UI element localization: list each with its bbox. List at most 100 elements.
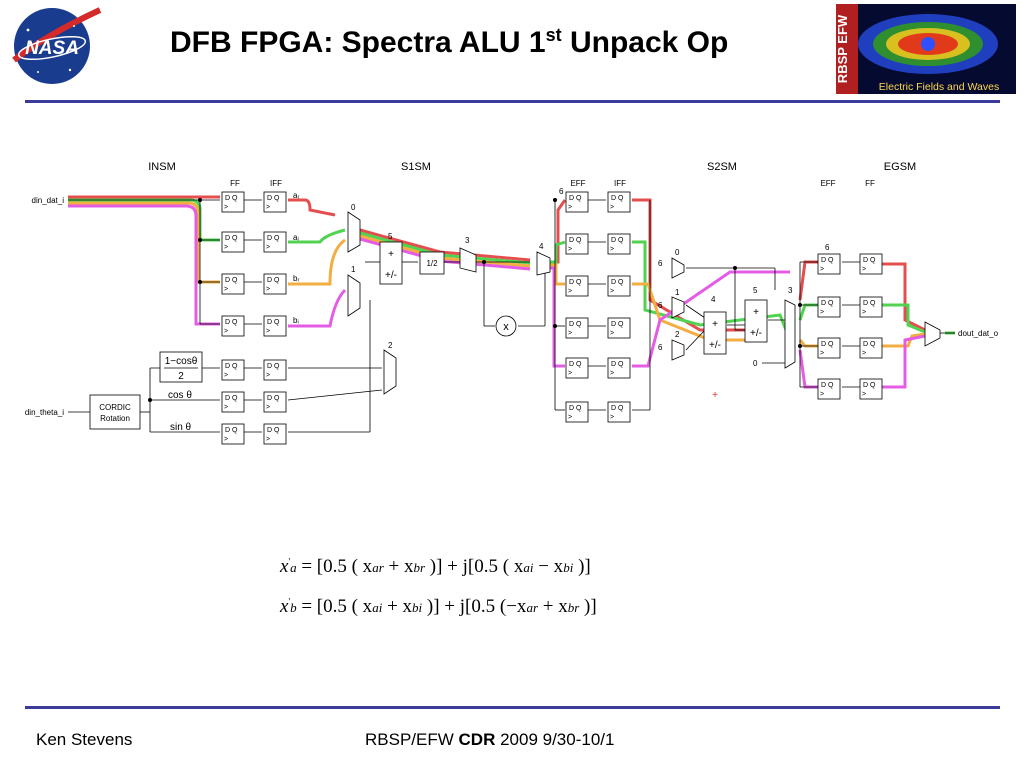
flip-flop — [817, 253, 841, 275]
stage-5b: 5 — [753, 286, 758, 295]
adder2-plus: + — [712, 319, 718, 330]
slide-title: DFB FPGA: Spectra ALU 1st Unpack Op — [170, 26, 728, 60]
section-s2sm: S2SM — [707, 161, 737, 173]
input-din-theta: din_theta_i — [25, 408, 64, 417]
cordic-line2: Rotation — [100, 414, 130, 423]
flip-flop — [607, 275, 631, 297]
nasa-text: NASA — [25, 38, 79, 59]
footer-bold: CDR — [458, 730, 496, 749]
flip-flop-clk: > — [224, 204, 228, 211]
flip-flop — [565, 401, 589, 423]
flip-flop-dq: D Q — [225, 235, 238, 242]
stage-3a: 3 — [465, 236, 470, 245]
adder1-pm: +/- — [385, 270, 397, 281]
flip-flop-dq: D Q — [863, 257, 876, 264]
flip-flop — [607, 233, 631, 255]
flip-flop-clk: > — [224, 436, 228, 443]
flip-flop-clk: > — [568, 246, 572, 253]
col-iff-2: IFF — [614, 179, 626, 188]
flip-flops: D Q > D Q > D Q > D Q > D Q > D Q > D Q > D Q > D Q > D Q >… — [221, 191, 883, 445]
stage-6c: 6 — [658, 259, 663, 268]
flip-flop-dq: D Q — [267, 319, 280, 326]
flip-flop — [221, 359, 245, 381]
eq2-s4: br — [567, 600, 580, 615]
multiplier: x — [503, 321, 509, 333]
flip-flop-clk: > — [862, 309, 866, 316]
flip-flop — [565, 233, 589, 255]
flip-flop-dq: D Q — [267, 395, 280, 402]
stray-plus: + — [712, 390, 718, 401]
eq1-lhs: x — [280, 556, 289, 577]
flip-flop — [565, 275, 589, 297]
eq2-s2: bi — [412, 600, 423, 615]
flip-flop — [607, 401, 631, 423]
footer-author: Ken Stevens — [36, 730, 133, 749]
flip-flop-clk: > — [266, 328, 270, 335]
stage-4b: 4 — [711, 295, 716, 304]
col-ff-2: FF — [865, 179, 875, 188]
flip-flop-dq: D Q — [611, 279, 624, 286]
flip-flop-clk: > — [266, 372, 270, 379]
stage-2a: 2 — [388, 341, 393, 350]
flip-flop-dq: D Q — [267, 427, 280, 434]
reg-ar: aᵣ — [293, 191, 299, 200]
eq2-mid2: )] + j[0.5 (−x — [422, 596, 527, 617]
flip-flop-dq: D Q — [821, 257, 834, 264]
flip-flop — [817, 337, 841, 359]
reg-bi: bᵢ — [293, 316, 299, 325]
stage-0a: 0 — [351, 203, 356, 212]
flip-flop-clk: > — [568, 370, 572, 377]
flip-flop — [221, 423, 245, 445]
flip-flop-dq: D Q — [611, 195, 624, 202]
flip-flop — [859, 378, 883, 400]
frac-den: 2 — [178, 371, 184, 382]
reg-br: bᵣ — [293, 274, 299, 283]
stage-5a: 5 — [388, 232, 393, 241]
col-ff-1: FF — [230, 179, 240, 188]
flip-flop-clk: > — [266, 244, 270, 251]
flip-flop — [565, 357, 589, 379]
footer-rule — [25, 706, 1000, 709]
input-din-dat: din_dat_i — [32, 196, 65, 205]
flip-flop-clk: > — [862, 350, 866, 357]
col-eff-1: EFF — [570, 179, 585, 188]
eq2-mid: + x — [382, 596, 413, 617]
eq2-lhs-sub: b — [290, 600, 297, 615]
nasa-logo: NASA — [8, 4, 104, 88]
stage-1b: 1 — [675, 288, 680, 297]
flip-flop-clk: > — [820, 266, 824, 273]
stage-3b: 3 — [788, 286, 793, 295]
flip-flop-dq: D Q — [611, 321, 624, 328]
flip-flop — [859, 296, 883, 318]
title-end: Unpack Op — [561, 26, 729, 59]
flip-flop — [263, 273, 287, 295]
flip-flop-clk: > — [568, 330, 572, 337]
flip-flop-clk: > — [224, 244, 228, 251]
eq1-lhs-sub: a — [290, 560, 297, 575]
eq2-prime: ' — [288, 596, 291, 607]
col-eff-2: EFF — [820, 179, 835, 188]
adder3-plus: + — [753, 307, 759, 318]
flip-flop — [221, 273, 245, 295]
flip-flop-clk: > — [820, 350, 824, 357]
flip-flop-clk: > — [266, 204, 270, 211]
flip-flop-clk: > — [568, 288, 572, 295]
eq1-prime: ' — [288, 556, 291, 567]
flip-flop — [263, 423, 287, 445]
section-s1sm: S1SM — [401, 161, 431, 173]
eq1-s1: ar — [372, 560, 384, 575]
flip-flop-clk: > — [224, 328, 228, 335]
flip-flop-dq: D Q — [863, 382, 876, 389]
flip-flop — [221, 191, 245, 213]
section-egsm: EGSM — [884, 161, 916, 173]
flip-flop-dq: D Q — [611, 361, 624, 368]
flip-flop-dq: D Q — [611, 237, 624, 244]
eq1-s3: ai — [523, 560, 534, 575]
footer-pre: RBSP/EFW — [365, 730, 459, 749]
eq1-end: )] — [573, 556, 591, 577]
flip-flop — [263, 231, 287, 253]
flip-flop-clk: > — [568, 414, 572, 421]
flip-flop-dq: D Q — [569, 361, 582, 368]
eq1-s2: br — [413, 560, 426, 575]
stage-4a: 4 — [539, 242, 544, 251]
